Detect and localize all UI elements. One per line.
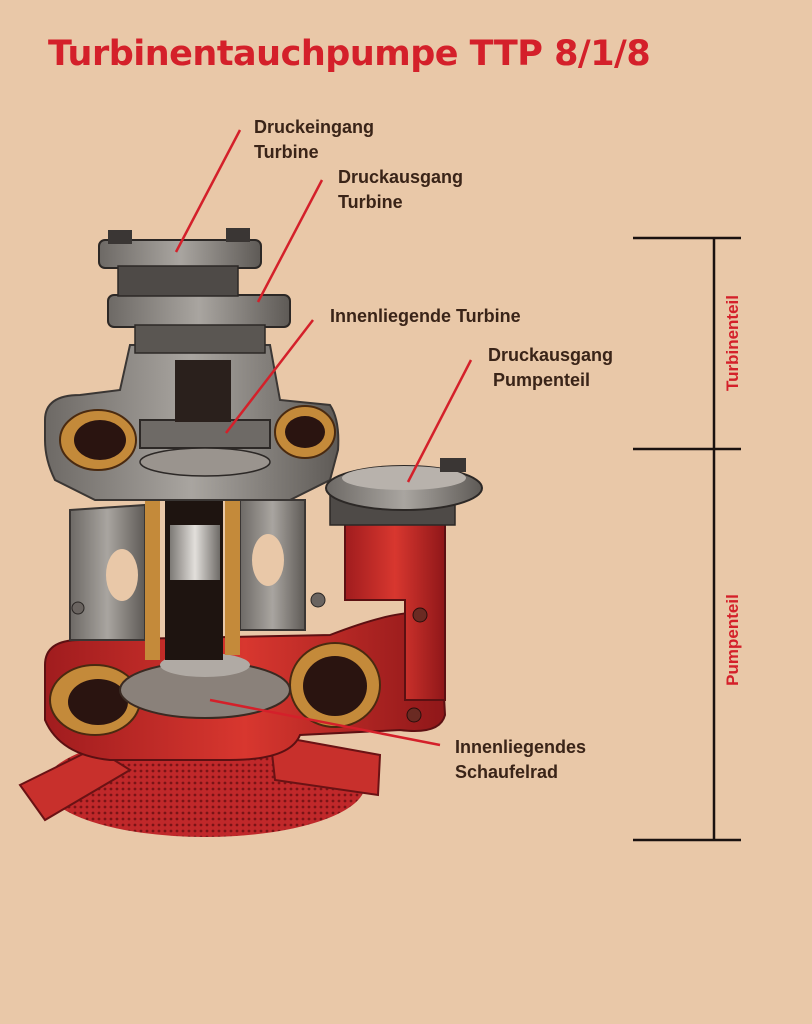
housing-window-left (106, 549, 138, 601)
label-druckeingang-turbine: Druckeingang Turbine (254, 115, 374, 165)
bolt-1 (412, 607, 428, 623)
label-line: Innenliegendes (455, 737, 587, 757)
label-line: Schaufelrad (455, 762, 559, 782)
label-druckausgang-turbine: Druckausgang Turbine (338, 165, 463, 215)
section-bracket (633, 236, 741, 842)
leader-druckeingang-turbine (174, 129, 242, 253)
flange-top-neck (117, 265, 239, 297)
flange-turbine-outlet (107, 294, 291, 328)
flange-claw-left (108, 230, 132, 244)
strainer-flap-left (18, 746, 132, 822)
label-innenliegendes-schaufelrad: Innenliegendes Schaufelrad (455, 735, 586, 785)
label-line: Innenliegende Turbine (330, 306, 521, 326)
label-innenliegende-turbine: Innenliegende Turbine (330, 304, 521, 329)
bolt-3 (310, 592, 326, 608)
flange-pump-outlet-face (342, 466, 466, 490)
label-line: Druckausgang (488, 345, 614, 365)
page-title: Turbinentauchpumpe TTP 8/1/8 (48, 34, 651, 74)
leader-druckausgang-turbine (256, 179, 324, 303)
bolt-4 (71, 601, 85, 615)
flange-claw-right (226, 228, 250, 242)
section-label-turbinenteil: Turbinenteil (723, 295, 742, 391)
turbine-channel-right-cavity (285, 416, 325, 448)
housing-window-right (252, 534, 284, 586)
label-line: Pumpenteil (493, 370, 591, 390)
rotor-disc (139, 447, 271, 477)
leader-innenliegendes-schaufelrad (209, 698, 441, 747)
pump-illustration (18, 228, 483, 837)
turbine-channel-left-cavity (74, 420, 126, 460)
leader-lines (174, 129, 473, 747)
section-label-pumpenteil: Pumpenteil (723, 594, 742, 686)
volute-cavity-left (68, 679, 128, 725)
section-wall-right (225, 500, 240, 655)
rotor-core (175, 360, 231, 422)
label-line: Turbine (338, 192, 403, 212)
leader-innenliegende-turbine (225, 319, 314, 434)
label-line: Druckeingang (254, 117, 375, 137)
bolt-2 (406, 707, 422, 723)
label-line: Druckausgang (338, 167, 464, 187)
label-druckausgang-pumpenteil: Druckausgang Pumpenteil (488, 343, 613, 393)
section-wall-left (145, 500, 160, 660)
label-line: Turbine (254, 142, 319, 162)
leader-druckausgang-pumpenteil (406, 359, 473, 483)
shaft-sleeve (170, 525, 220, 580)
flange-pump-claw (440, 458, 466, 472)
flange-neck (134, 324, 266, 354)
volute-cavity-right (303, 656, 367, 716)
inner-turbine-rotor (139, 419, 271, 449)
strainer-flap-right (268, 733, 382, 797)
